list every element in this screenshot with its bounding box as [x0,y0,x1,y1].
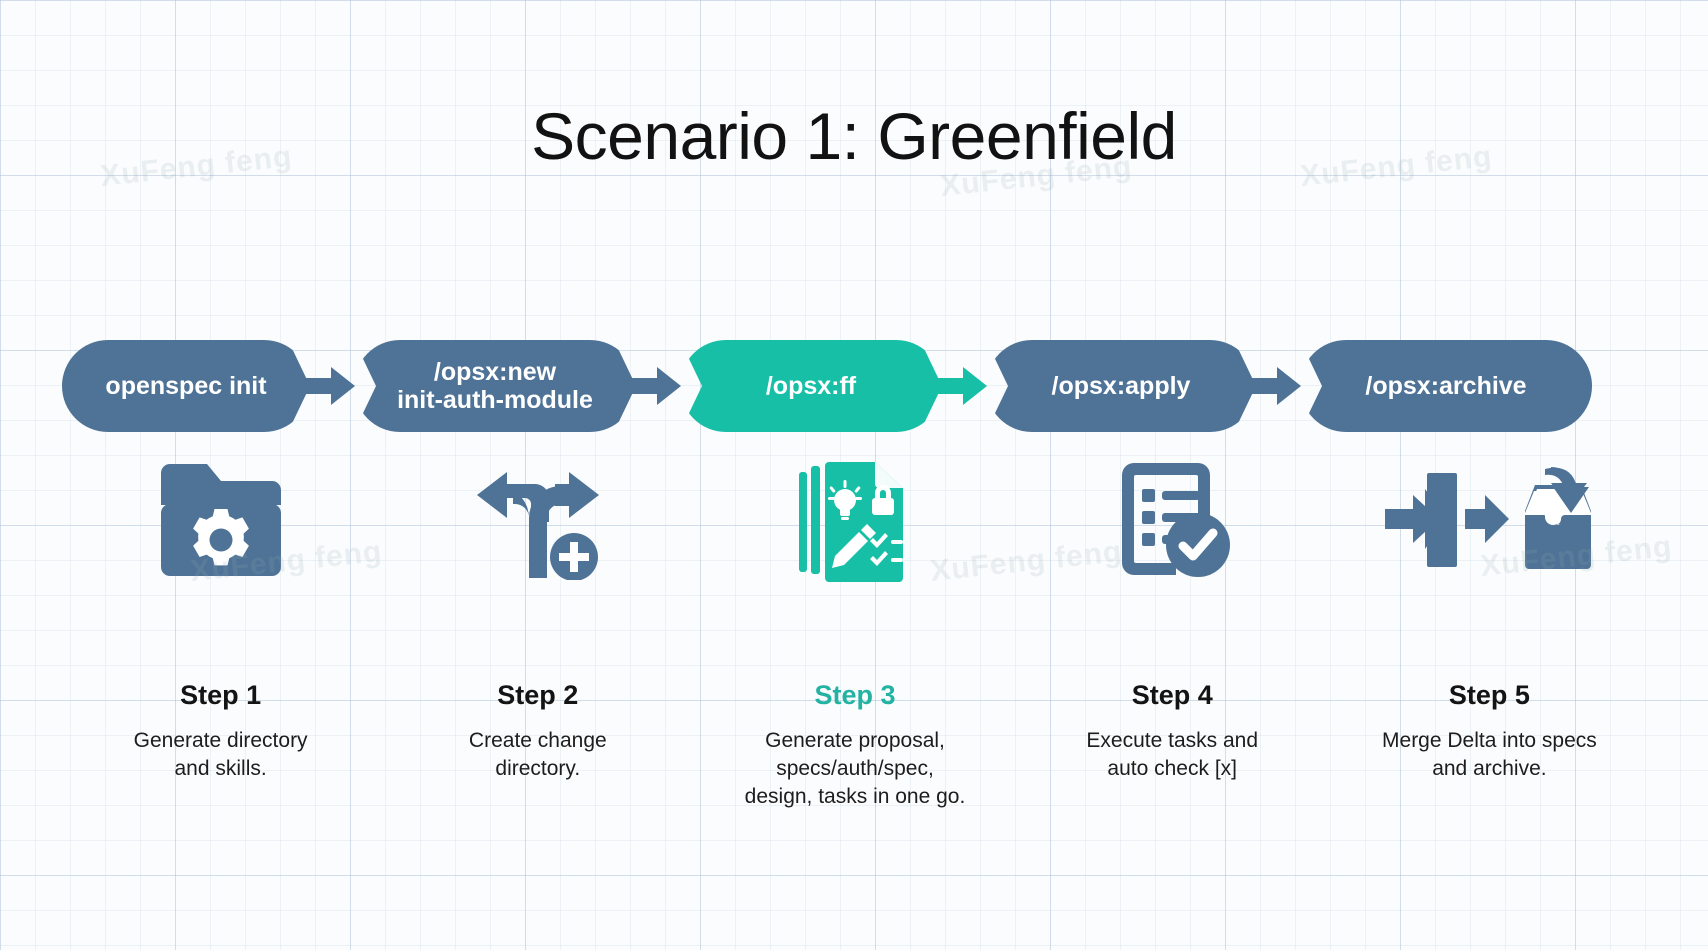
folder-gear-icon [62,452,379,587]
step-1-description: Generate directory and skills. [133,729,308,781]
checklist-check-icon [1014,452,1331,587]
step-2-title: Step 2 [497,680,579,710]
step-2-description: Create change directory. [468,729,607,781]
merge-archive-icon [1331,452,1648,587]
pipeline-node-4-shape [986,340,1256,432]
pipeline-node-2-shape [354,340,636,432]
pipeline-node-5-shape [1300,340,1592,432]
pipeline-node-1[interactable]: openspec init [62,340,310,432]
pipeline-node-4-label: /opsx:apply [1051,372,1191,400]
step-4-title: Step 4 [1131,680,1213,710]
pipeline-node-1-shape [62,340,310,432]
step-4-description: Execute tasks and auto check [x] [1086,729,1259,781]
document-stack-icon [696,452,1013,587]
pipeline-node-3[interactable]: /opsx:ff [680,340,942,432]
step-5-description: Merge Delta into specs and archive. [1382,729,1597,781]
step-item-2: Step 2 Create change directory. [379,680,696,783]
step-item-5: Step 5 Merge Delta into specs and archiv… [1331,680,1648,783]
pipeline-flow: openspec init /opsx:new init-auth-module… [62,340,1648,432]
step-5-title: Step 5 [1448,680,1530,710]
fork-branch-plus-icon [379,452,696,587]
step-3-title: Step 3 [814,680,896,710]
pipeline-node-5[interactable]: /opsx:archive [1300,340,1592,432]
page-title: Scenario 1: Greenfield [531,99,1177,173]
icon-row [62,452,1648,587]
pipeline-node-3-label: /opsx:ff [765,372,857,400]
step-item-1: Step 1 Generate directory and skills. [62,680,379,783]
pipeline-node-5-label: /opsx:archive [1365,372,1527,400]
pipeline-node-1-label: openspec init [105,372,267,400]
pipeline-arrow-3 [932,340,996,432]
step-item-3: Step 3 Generate proposal, specs/auth/spe… [696,680,1013,811]
pipeline-arrow-2 [626,340,690,432]
step-item-4: Step 4 Execute tasks and auto check [x] [1014,680,1331,783]
pipeline-arrow-1 [300,340,364,432]
pipeline-node-3-shape [680,340,942,432]
step-1-title: Step 1 [180,680,262,710]
step-3-description: Generate proposal, specs/auth/spec, desi… [744,729,966,809]
pipeline-node-2[interactable]: /opsx:new init-auth-module [354,340,636,432]
pipeline-node-4[interactable]: /opsx:apply [986,340,1256,432]
pipeline-node-2-label: /opsx:new init-auth-module [397,358,593,414]
pipeline-arrow-4 [1246,340,1310,432]
steps-row: Step 1 Generate directory and skills. St… [62,680,1648,811]
